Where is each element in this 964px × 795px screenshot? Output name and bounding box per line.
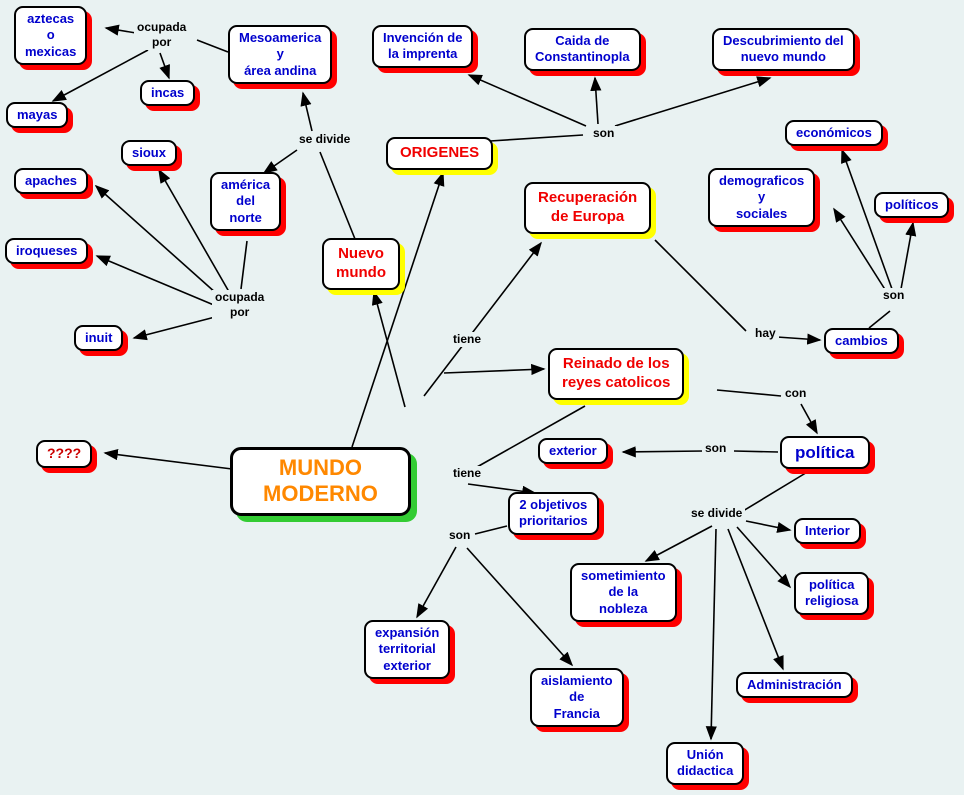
- node-inuit[interactable]: inuit: [74, 325, 124, 352]
- edge-son-invencion: [467, 74, 587, 127]
- node-recuperacion-europa[interactable]: Recuperación de Europa: [524, 182, 652, 234]
- edge-reinado-tiene: [476, 405, 586, 468]
- node-interior[interactable]: Interior: [794, 518, 861, 545]
- edge-sedivide-americadelnorte: [262, 149, 298, 174]
- edge-politica-son: [733, 450, 779, 453]
- node-invencion-imprenta[interactable]: Invención de la imprenta: [372, 25, 474, 68]
- node-nuevo-mundo[interactable]: Nuevo mundo: [322, 238, 400, 290]
- edge-origenes-son: [489, 134, 584, 142]
- node-america-del-norte[interactable]: américa del norte: [210, 172, 282, 231]
- edge-ocupadapor-iroqueses: [95, 255, 222, 309]
- node-cambios[interactable]: cambios: [824, 328, 899, 355]
- edge-son-economicos: [841, 148, 893, 290]
- edge-son-descubrimiento: [614, 76, 772, 127]
- edge-sedivide-interior: [745, 520, 792, 533]
- edge-son-demograficos: [833, 207, 887, 292]
- edge-label-tiene-mundo-moderno[interactable]: tiene: [450, 332, 485, 347]
- node-mesoamerica[interactable]: Mesoamerica y área andina: [228, 25, 333, 84]
- edge-sedivide-mesoamerica: [300, 91, 313, 132]
- edge-son-caida: [590, 76, 602, 125]
- node-caida-constantinopla[interactable]: Caida de Constantinopla: [524, 28, 641, 71]
- edge-ocupadapor-apaches: [94, 184, 227, 303]
- edge-tiene-recuperacion: [423, 241, 542, 397]
- edge-tiene-origenes: [351, 171, 445, 448]
- node-expansion-territorial[interactable]: expansión territorial exterior: [364, 620, 451, 679]
- node-economicos[interactable]: económicos: [785, 120, 883, 147]
- edge-sedivide-administracion: [727, 528, 784, 671]
- edge-label-ocupada-por-america[interactable]: ocupada por: [212, 290, 268, 320]
- node-administracion[interactable]: Administración: [736, 672, 853, 699]
- edge-mesoamerica-ocupadapor: [196, 39, 229, 53]
- node-dos-objetivos[interactable]: 2 objetivos prioritarios: [508, 492, 599, 535]
- edge-americadelnorte-ocupadapor: [240, 240, 248, 290]
- edge-son-expansion: [416, 546, 457, 619]
- edge-ocupadapor-incas: [159, 52, 170, 80]
- edge-con-politica: [800, 403, 818, 435]
- node-mayas[interactable]: mayas: [6, 102, 69, 129]
- node-apaches[interactable]: apaches: [14, 168, 89, 195]
- edge-label-son-politica[interactable]: son: [702, 441, 730, 456]
- edge-ocupadapor-aztecas: [104, 24, 137, 36]
- node-politica[interactable]: política: [780, 436, 870, 470]
- node-interrogantes[interactable]: ????: [36, 440, 93, 468]
- edge-label-son-objetivos[interactable]: son: [446, 528, 474, 543]
- node-sometimiento-nobleza[interactable]: sometimiento de la nobleza: [570, 563, 677, 622]
- edge-label-son-cambios[interactable]: son: [880, 288, 908, 303]
- node-reinado-reyes-catolicos[interactable]: Reinado de los reyes catolicos: [548, 348, 685, 400]
- edge-son-aislamiento: [466, 547, 574, 667]
- node-aislamiento-francia[interactable]: aislamiento de Francia: [530, 668, 624, 727]
- node-origenes[interactable]: ORIGENES: [386, 137, 494, 170]
- edge-tiene-objetivos: [467, 483, 537, 497]
- edge-tiene-reinado: [443, 363, 546, 376]
- edge-son-politicos: [900, 221, 917, 290]
- edge-label-tiene-reinado[interactable]: tiene: [450, 466, 485, 481]
- node-descubrimiento-nuevo-mundo[interactable]: Descubrimiento del nuevo mundo: [712, 28, 855, 71]
- edge-label-ocupada-por-mesoamerica[interactable]: ocupada por: [134, 20, 190, 50]
- node-demograficos-sociales[interactable]: demograficos y sociales: [708, 168, 816, 227]
- node-iroqueses[interactable]: iroqueses: [5, 238, 89, 265]
- edge-label-hay[interactable]: hay: [752, 326, 779, 341]
- node-exterior[interactable]: exterior: [538, 438, 608, 465]
- edge-sedivide-uniondidactica: [705, 528, 717, 741]
- node-union-didactica[interactable]: Unión didactica: [666, 742, 745, 785]
- edge-label-con[interactable]: con: [782, 386, 810, 401]
- edge-tiene-interrogantes: [103, 449, 233, 470]
- edge-sedivide-politicareligiosa: [736, 526, 792, 589]
- edge-reinado-con: [716, 389, 782, 397]
- edge-label-son-origenes[interactable]: son: [590, 126, 618, 141]
- node-politica-religiosa[interactable]: política religiosa: [794, 572, 870, 615]
- edge-ocupadapor-sioux: [158, 168, 233, 298]
- node-politicos[interactable]: políticos: [874, 192, 950, 219]
- edge-nuevomundo-sedivide: [319, 151, 356, 240]
- edge-tiene-nuevomundo: [371, 290, 406, 408]
- edge-son-exterior: [621, 446, 705, 458]
- edge-label-se-divide-nuevo-mundo[interactable]: se divide: [296, 132, 354, 147]
- node-sioux[interactable]: sioux: [121, 140, 177, 167]
- edge-cambios-son: [868, 310, 891, 329]
- edge-label-se-divide-politica[interactable]: se divide: [688, 506, 746, 521]
- edge-politica-sedivide: [742, 470, 810, 512]
- edge-ocupadapor-inuit: [132, 315, 220, 341]
- node-mundo-moderno[interactable]: MUNDO MODERNO: [230, 447, 411, 516]
- edge-sedivide-sometimiento: [644, 525, 713, 562]
- edge-hay-cambios: [776, 333, 822, 345]
- node-aztecas-o-mexicas[interactable]: aztecas o mexicas: [14, 6, 88, 65]
- edge-recuperacion-hay: [654, 239, 747, 332]
- node-incas[interactable]: incas: [140, 80, 196, 107]
- edge-ocupadapor-mayas: [51, 49, 149, 102]
- edge-objetivos-son: [474, 525, 508, 535]
